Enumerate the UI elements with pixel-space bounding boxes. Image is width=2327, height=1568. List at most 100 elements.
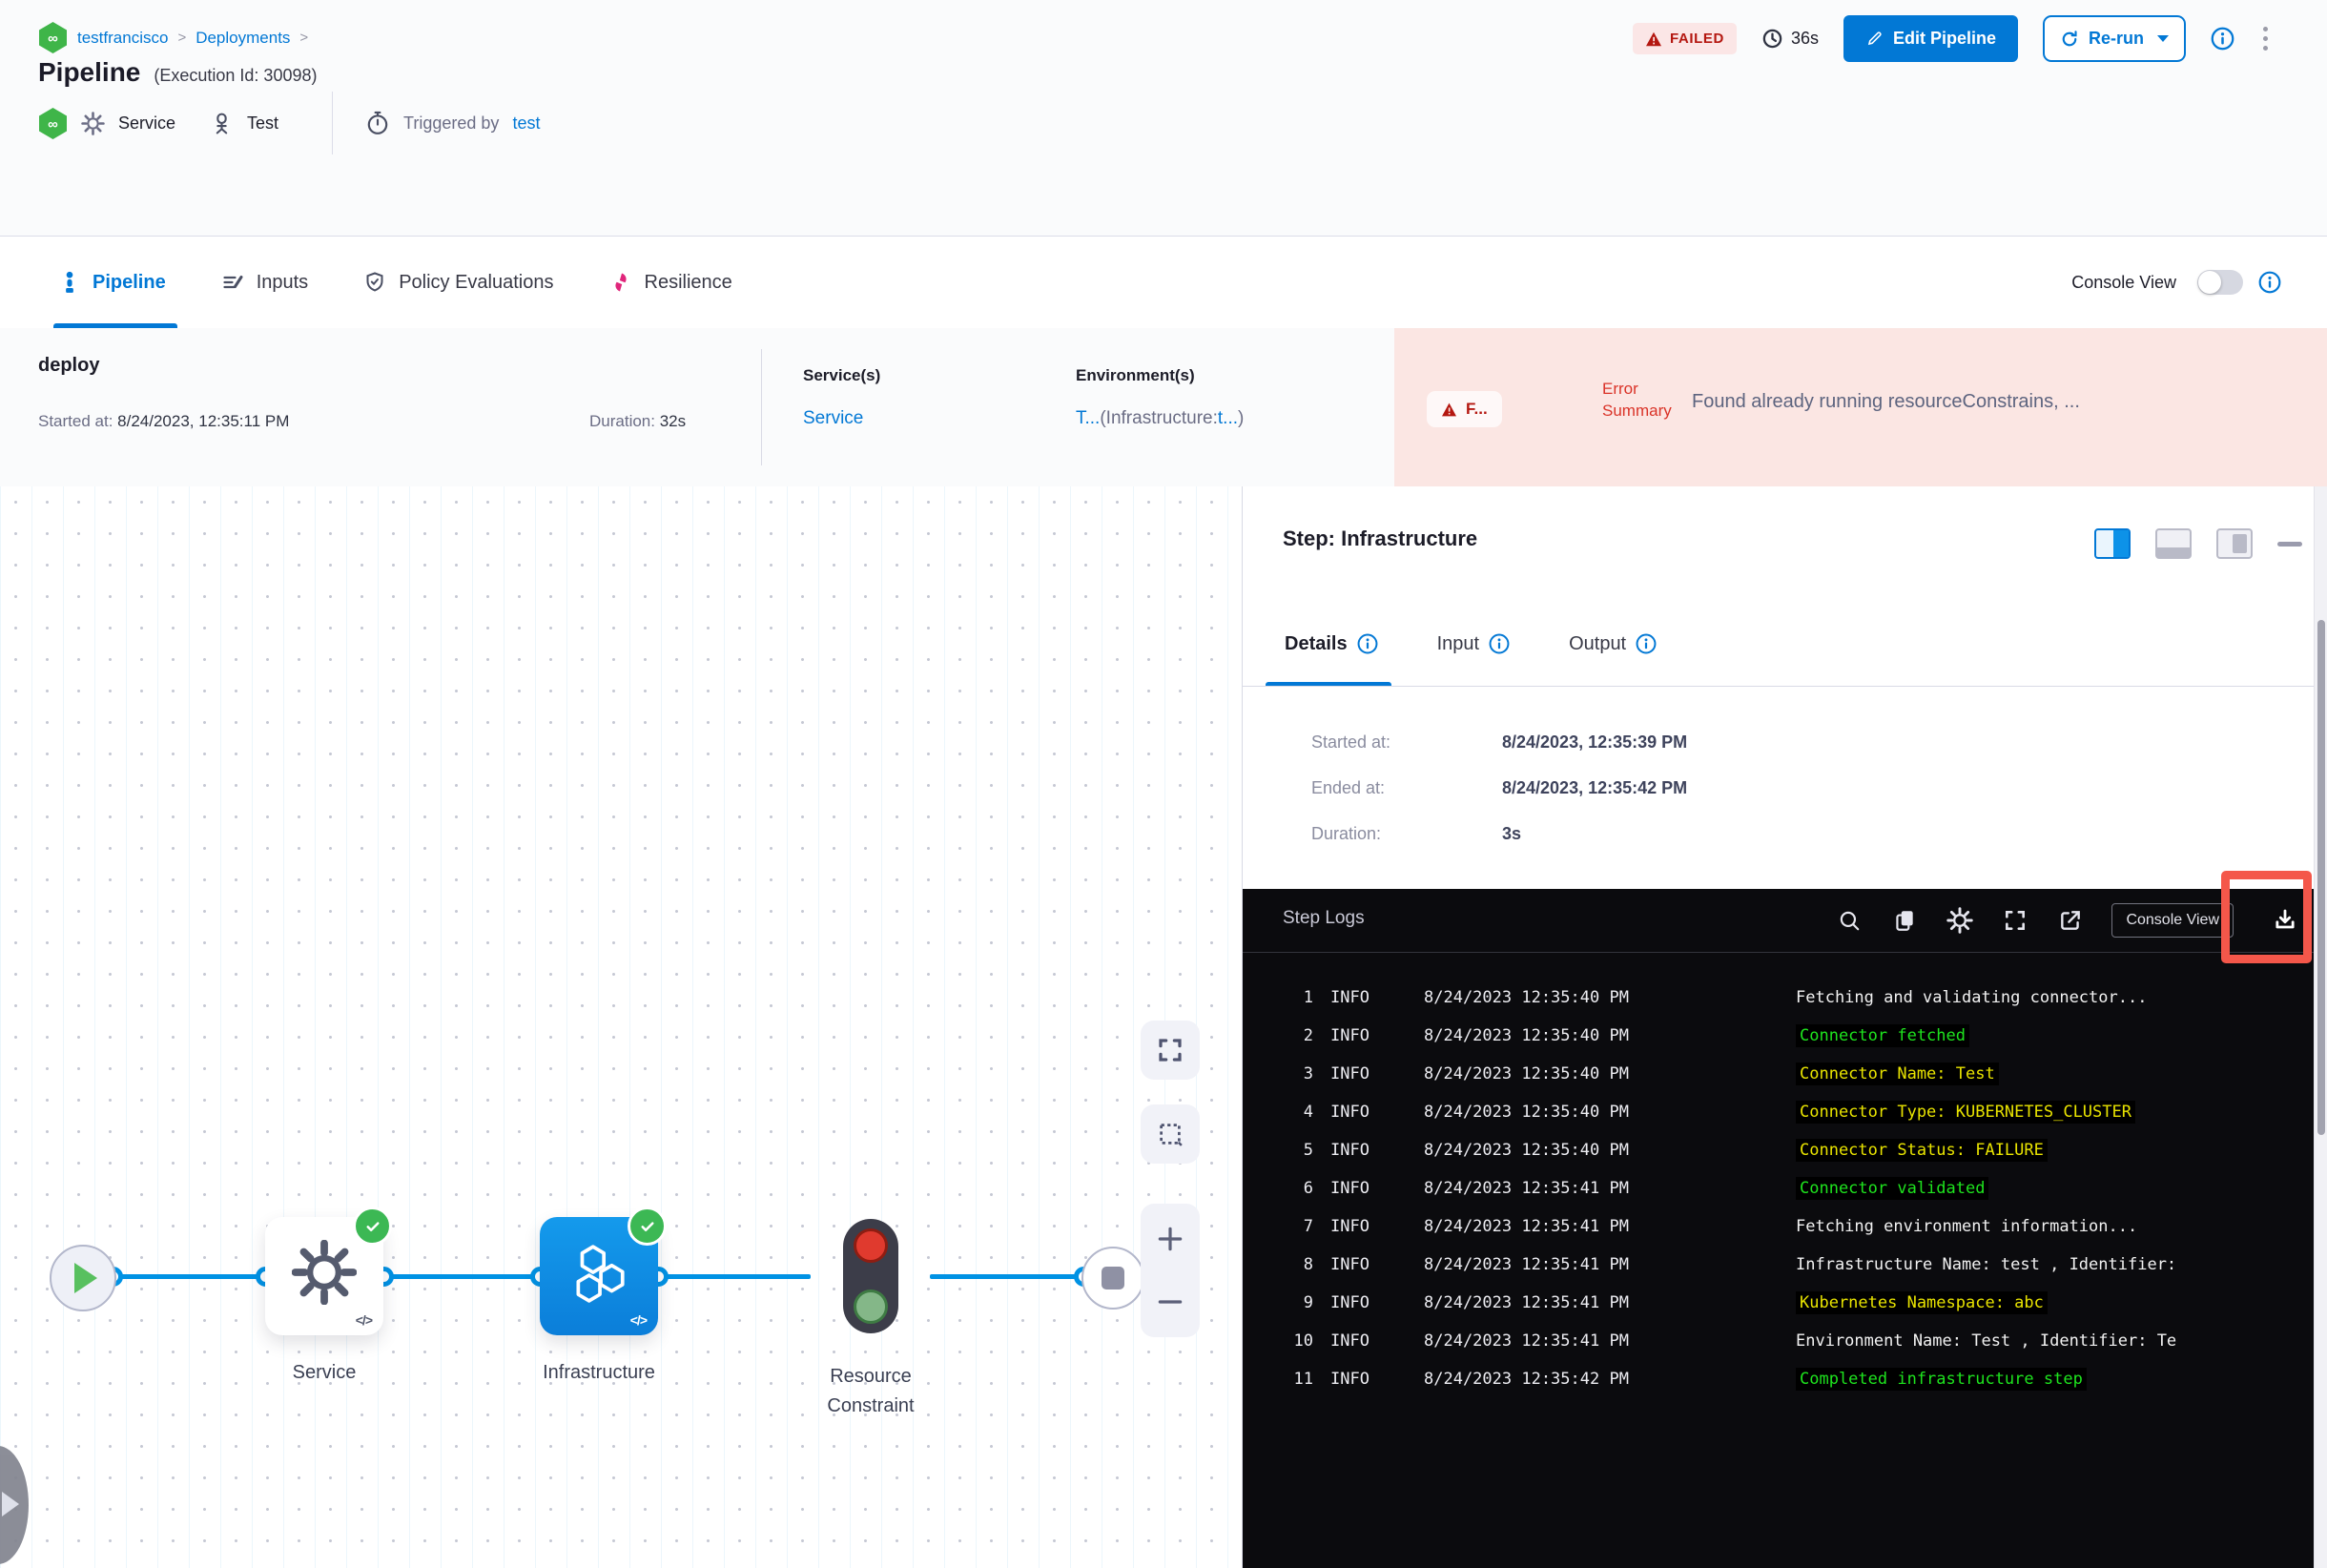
marquee-select-button[interactable] (1141, 1104, 1200, 1164)
console-view-control: Console View (2071, 237, 2281, 328)
traffic-light-red (854, 1228, 888, 1263)
info-icon[interactable] (2258, 271, 2281, 294)
info-icon[interactable] (1636, 633, 1657, 654)
chevron-right-icon (2, 1492, 19, 1516)
search-icon (1841, 911, 1860, 931)
error-summary-zone: F... Error Summary Found already running… (1394, 328, 2327, 486)
success-check-badge (353, 1207, 392, 1246)
detail-row-started: Started at:8/24/2023, 12:35:39 PM (1311, 732, 1688, 752)
console-view-button[interactable]: Console View (2111, 903, 2234, 938)
active-tab-underline (1266, 682, 1391, 687)
warning-icon (1646, 31, 1661, 46)
plus-icon (1158, 1227, 1183, 1251)
step-tabs: Details Input Output (1266, 601, 1657, 687)
minimize-panel-button[interactable] (2277, 541, 2302, 547)
service-step-node[interactable]: </> (265, 1207, 392, 1335)
download-logs-button[interactable] (2260, 901, 2310, 939)
info-icon[interactable] (2211, 27, 2234, 51)
split-view-button[interactable] (2094, 528, 2131, 559)
console-view-toggle[interactable] (2197, 270, 2243, 295)
info-icon[interactable] (1357, 633, 1378, 654)
left-panel-expander[interactable] (0, 1446, 29, 1564)
minus-icon (1158, 1300, 1183, 1304)
start-node[interactable] (50, 1245, 116, 1311)
tab-details[interactable]: Details (1266, 601, 1391, 687)
rerun-button[interactable]: Re-run (2043, 15, 2186, 62)
tab-resilience[interactable]: Resilience (609, 237, 732, 328)
open-in-new-button[interactable] (2056, 906, 2085, 935)
more-options-menu[interactable] (2259, 23, 2272, 54)
stage-summary-bar: deploy Started at: 8/24/2023, 12:35:11 P… (0, 328, 2327, 487)
fit-to-screen-button[interactable] (1141, 1021, 1200, 1080)
infrastructure-step-node[interactable]: </> (540, 1207, 667, 1335)
copy-logs-button[interactable] (1890, 906, 1919, 935)
right-view-button[interactable] (2216, 528, 2253, 559)
failed-badge-compact: F... (1427, 391, 1502, 427)
fullscreen-logs-button[interactable] (2001, 906, 2029, 935)
zoom-in-button[interactable] (1141, 1209, 1200, 1269)
tab-input[interactable]: Input (1437, 601, 1510, 687)
environment-link[interactable]: T...(Infrastructure:t...) (1076, 408, 1245, 428)
stage-title[interactable]: deploy (38, 355, 100, 376)
node-label-service: Service (292, 1362, 357, 1383)
tab-pipeline[interactable]: Pipeline (53, 237, 177, 328)
detail-row-ended: Ended at:8/24/2023, 12:35:42 PM (1311, 778, 1688, 797)
step-details-panel: Step: Infrastructure Details Input Outpu… (1243, 486, 2327, 1568)
divider (761, 349, 762, 465)
bottom-view-button[interactable] (2155, 528, 2192, 559)
search-logs-button[interactable] (1835, 906, 1864, 935)
resilience-icon (614, 273, 627, 292)
tab-policy-evaluations[interactable]: Policy Evaluations (363, 237, 554, 328)
service-link[interactable]: Service (803, 408, 864, 428)
divider (1242, 486, 1243, 1568)
tab-output[interactable]: Output (1569, 601, 1657, 687)
console-header: Step Logs Console View (1243, 889, 2327, 953)
page-title: Pipeline (38, 57, 141, 87)
check-icon (365, 1221, 380, 1231)
services-label: Service(s) (803, 366, 881, 384)
pipeline-graph-canvas[interactable]: </> </> Service Infrastructure Resource … (0, 486, 1242, 1568)
breadcrumb-deployments-link[interactable]: Deployments (196, 28, 291, 47)
refresh-icon (2062, 30, 2077, 46)
triggered-by-user[interactable]: test (512, 113, 541, 133)
resource-constraint-node[interactable] (843, 1219, 898, 1333)
pipeline-meta-row: ∞ Service Test Triggered by test (38, 92, 561, 155)
log-settings-button[interactable] (1946, 906, 1974, 935)
environments-label: Environment(s) (1076, 366, 1195, 384)
edit-pipeline-button[interactable]: Edit Pipeline (1843, 15, 2018, 62)
cd-module-icon: ∞ (39, 22, 67, 53)
gear-icon (81, 111, 105, 135)
stop-icon (1102, 1267, 1124, 1289)
edge (107, 1274, 265, 1279)
end-node[interactable] (1081, 1247, 1144, 1310)
scrollbar-thumb[interactable] (2317, 620, 2325, 1135)
info-icon[interactable] (1489, 633, 1510, 654)
status-badge: FAILED (1633, 23, 1737, 54)
traffic-light-green (854, 1289, 888, 1324)
page-header: ∞ testfrancisco > Deployments > FAILED 3… (0, 0, 2327, 237)
play-icon (74, 1263, 97, 1293)
stage-name[interactable]: Test (247, 113, 279, 133)
detail-row-duration: Duration:3s (1311, 824, 1522, 843)
hexagons-icon (576, 1245, 625, 1303)
breadcrumb-project-link[interactable]: testfrancisco (77, 28, 169, 47)
service-name[interactable]: Service (118, 113, 176, 133)
panel-scrollbar[interactable] (2314, 486, 2327, 1568)
code-glyph: </> (629, 1312, 648, 1328)
pipeline-icon (66, 271, 73, 293)
error-summary-text: Found already running resourceConstrains… (1692, 391, 2080, 412)
tab-inputs[interactable]: Inputs (221, 237, 308, 328)
zoom-out-button[interactable] (1141, 1272, 1200, 1331)
